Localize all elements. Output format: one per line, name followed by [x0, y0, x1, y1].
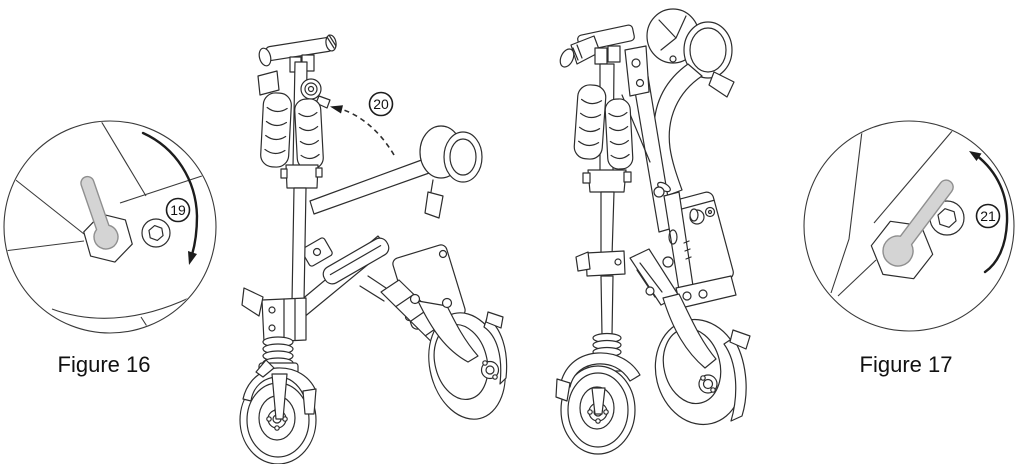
callout-20: 20 — [368, 91, 394, 117]
folded-seat-pad — [322, 237, 390, 285]
hex-socket — [141, 218, 171, 248]
right-grip — [604, 98, 634, 170]
fold-clamp — [575, 250, 626, 277]
front-fender — [555, 352, 641, 415]
folded-handlebar — [257, 34, 337, 96]
right-detail-circle: 21 Figure 17 — [803, 120, 1015, 377]
fold-clamp — [241, 287, 307, 343]
figure-17-caption: Figure 17 — [860, 352, 953, 377]
scooter-folded-illustration — [555, 8, 751, 455]
wrench-icon — [882, 179, 954, 267]
dashed-pointer-arrow — [330, 105, 395, 156]
left-detail-circle: 19 Figure 16 — [3, 120, 217, 377]
rear-wheel — [654, 293, 751, 426]
right-grip — [294, 98, 324, 170]
rear-wheel — [409, 293, 508, 420]
detail-circle-outline — [3, 120, 217, 334]
callout-19: 19 — [165, 197, 191, 223]
figure-16-caption: Figure 16 — [58, 352, 151, 377]
front-fender — [242, 359, 317, 420]
left-detail-background-lines — [5, 122, 215, 332]
scooter-partially-folded-illustration — [239, 34, 508, 464]
detail-circle-outline — [803, 120, 1015, 332]
left-grip — [260, 92, 292, 168]
seat-disc — [419, 125, 483, 219]
seat-disc — [646, 8, 735, 98]
rotation-arrow-counterclockwise — [969, 151, 1009, 274]
callout-21-number: 21 — [980, 208, 996, 224]
rotation-arrow-clockwise — [141, 131, 199, 265]
callout-19-number: 19 — [170, 202, 186, 218]
left-grip — [573, 84, 607, 160]
stem-clamp-knob — [300, 78, 331, 109]
callout-20-number: 20 — [373, 96, 389, 112]
right-detail-background-lines — [830, 129, 954, 297]
callout-21: 21 — [975, 203, 1001, 229]
wrench-icon — [80, 175, 119, 250]
folded-handlebar — [559, 24, 650, 97]
